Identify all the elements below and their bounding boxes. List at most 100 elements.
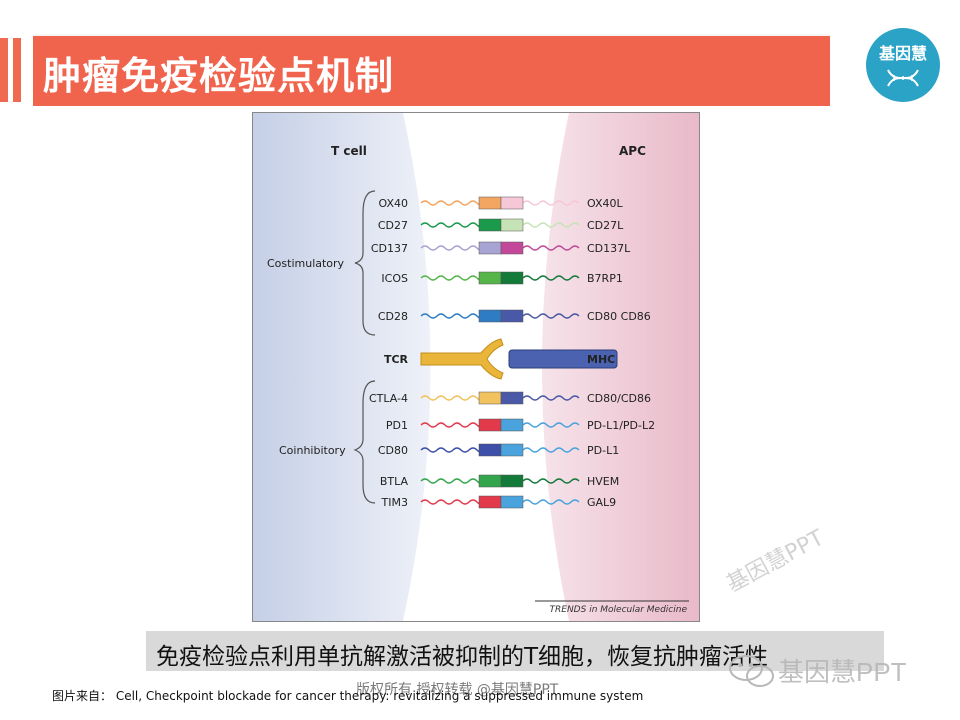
source-citation: 图片来自： Cell, Checkpoint blockade for canc… xyxy=(52,689,644,703)
ligand-domain xyxy=(500,196,524,210)
ligand-domain xyxy=(500,218,524,232)
checkpoint-diagram: T cell APC Costimulatory Coinhibitory OX… xyxy=(252,112,700,622)
copyright-watermark: 版权所有 授权转载 @基因慧PPT xyxy=(356,682,559,698)
costimulatory-label: Costimulatory xyxy=(267,257,345,270)
receptor-row: CTLA-4 CD80/CD86 xyxy=(369,391,651,405)
ligand-label: MHC xyxy=(587,353,615,366)
receptor-label: CD137 xyxy=(371,242,408,255)
receptor-domain xyxy=(478,271,502,285)
brand-logo: 基因慧 xyxy=(866,28,940,102)
diagram-footer: TRENDS in Molecular Medicine xyxy=(550,605,688,615)
receptor-tail xyxy=(420,395,481,401)
receptor-tail xyxy=(420,222,481,228)
coinhibitory-brace xyxy=(353,380,376,504)
page-title: 肿瘤免疫检验点机制 xyxy=(43,54,395,98)
receptor-tail xyxy=(420,478,481,484)
accent-bar-left xyxy=(0,38,8,102)
ligand-tail xyxy=(522,245,580,251)
receptor-tail xyxy=(420,245,481,251)
apc-membrane xyxy=(542,113,699,621)
receptor-row: CD80 PD-L1 xyxy=(378,443,619,457)
watermark-brand: 基因慧PPT xyxy=(778,657,907,687)
accent-bar-left-inner xyxy=(13,38,21,102)
ligand-label: CD27L xyxy=(587,219,624,232)
receptor-row: CD28 CD80 CD86 xyxy=(378,309,651,323)
receptor-domain xyxy=(478,391,502,405)
title-banner: 肿瘤免疫检验点机制 xyxy=(33,34,830,106)
receptor-label: CD80 xyxy=(378,444,408,457)
apc-title: APC xyxy=(619,144,646,158)
receptor-label: TIM3 xyxy=(381,496,408,509)
ligand-tail xyxy=(522,478,580,484)
receptor-label: TCR xyxy=(384,353,409,366)
receptor-domain xyxy=(478,241,502,255)
diagram-svg: T cell APC Costimulatory Coinhibitory OX… xyxy=(253,113,699,621)
receptor-domain xyxy=(478,218,502,232)
ligand-tail xyxy=(522,395,580,401)
receptor-row: ICOS B7RP1 xyxy=(381,271,623,285)
ligand-label: PD-L1 xyxy=(587,444,619,457)
receptor-domain xyxy=(478,495,502,509)
ligand-tail xyxy=(522,313,580,319)
ligand-label: HVEM xyxy=(587,475,619,488)
receptor-tail xyxy=(420,313,481,319)
ligand-label: GAL9 xyxy=(587,496,616,509)
ligand-tail xyxy=(522,275,580,281)
watermark-diagonal: 基因慧PPT xyxy=(722,525,829,598)
receptor-row: CD137 CD137L xyxy=(371,241,631,255)
receptor-row: OX40 OX40L xyxy=(379,196,623,210)
ligand-tail xyxy=(522,422,580,428)
ligand-domain xyxy=(500,474,524,488)
receptor-row: PD1 PD-L1/PD-L2 xyxy=(386,418,655,432)
receptor-domain xyxy=(478,474,502,488)
dna-icon xyxy=(887,69,919,87)
receptor-label: BTLA xyxy=(380,475,409,488)
ligand-label: PD-L1/PD-L2 xyxy=(587,419,655,432)
receptor-tail xyxy=(420,447,481,453)
ligand-domain xyxy=(500,271,524,285)
caption-text: 免疫检验点利用单抗解激活被抑制的T细胞，恢复抗肿瘤活性 xyxy=(156,644,769,670)
coinhibitory-label: Coinhibitory xyxy=(279,444,346,457)
ligand-label: OX40L xyxy=(587,197,623,210)
ligand-domain xyxy=(500,495,524,509)
receptor-label: ICOS xyxy=(381,272,408,285)
receptor-row: TIM3 GAL9 xyxy=(381,495,616,509)
t-cell-membrane xyxy=(253,113,431,621)
receptor-domain xyxy=(478,309,502,323)
receptor-label: CD28 xyxy=(378,310,408,323)
ligand-domain xyxy=(500,391,524,405)
receptor-row: CD27 CD27L xyxy=(378,218,624,232)
logo-text: 基因慧 xyxy=(878,44,927,63)
ligand-label: B7RP1 xyxy=(587,272,623,285)
costimulatory-brace xyxy=(354,190,376,336)
receptor-label: CTLA-4 xyxy=(369,392,408,405)
receptor-row: TCR MHC xyxy=(384,338,618,380)
tcr-shape xyxy=(420,338,504,380)
ligand-tail xyxy=(522,447,580,453)
receptor-row: BTLA HVEM xyxy=(380,474,619,488)
receptor-tail xyxy=(420,275,481,281)
ligand-label: CD80 CD86 xyxy=(587,310,651,323)
receptor-label: CD27 xyxy=(378,219,408,232)
ligand-label: CD137L xyxy=(587,242,631,255)
receptor-domain xyxy=(478,443,502,457)
ligand-label: CD80/CD86 xyxy=(587,392,651,405)
ligand-domain xyxy=(500,418,524,432)
ligand-domain xyxy=(500,241,524,255)
ligand-tail xyxy=(522,499,580,505)
wechat-icon xyxy=(729,655,774,687)
t-cell-title: T cell xyxy=(331,144,367,158)
receptor-domain xyxy=(478,196,502,210)
receptor-domain xyxy=(478,418,502,432)
receptor-tail xyxy=(420,200,481,206)
ligand-domain xyxy=(500,443,524,457)
ligand-tail xyxy=(522,222,580,228)
mhc-shape xyxy=(508,349,618,369)
receptor-label: PD1 xyxy=(386,419,408,432)
receptor-label: OX40 xyxy=(379,197,409,210)
receptor-tail xyxy=(420,499,481,505)
receptor-tail xyxy=(420,422,481,428)
ligand-domain xyxy=(500,309,524,323)
ligand-tail xyxy=(522,200,580,206)
